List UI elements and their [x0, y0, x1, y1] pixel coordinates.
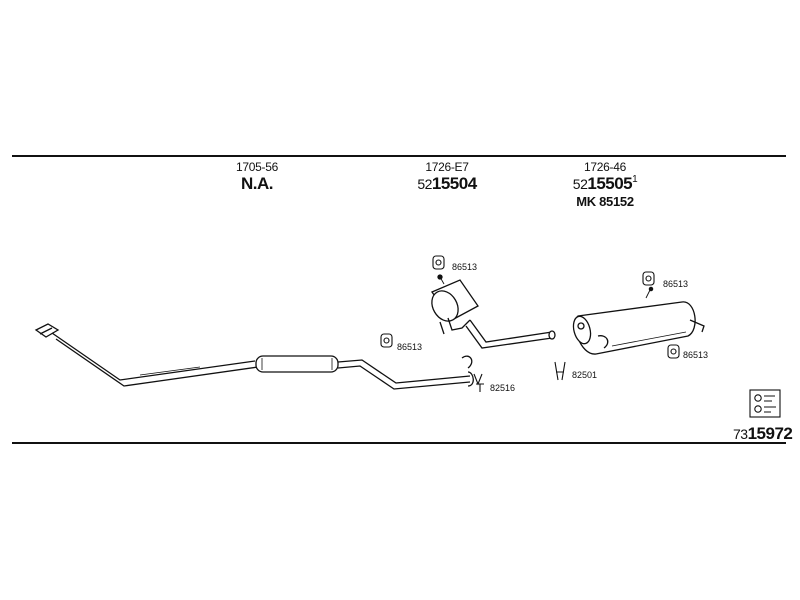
clamp-label-right: 82501	[572, 370, 597, 380]
center-muffler	[431, 274, 556, 369]
rear-muffler	[572, 286, 705, 355]
rear-muffler-part-number: 52155051	[572, 174, 638, 193]
center-muffler-code: 1726-E7	[425, 160, 469, 174]
front-pipe-column: 1705-56 N.A.	[222, 160, 292, 194]
rear-muffler-code: 1726-46	[584, 160, 626, 174]
mounting-kit-icon	[749, 389, 781, 418]
bottom-divider-line	[12, 442, 786, 444]
rubber-hanger-icon	[380, 255, 680, 359]
front-pipe-part-number: N.A.	[241, 174, 274, 193]
top-divider-line	[12, 155, 786, 157]
hanger-label-left-mid: 86513	[397, 342, 422, 352]
clamp-label-mid: 82516	[490, 383, 515, 393]
center-muffler-column: 1726-E7 5215504	[402, 160, 492, 194]
kit-part-number: 7315972	[733, 424, 793, 443]
front-pipe-code: 1705-56	[236, 160, 278, 174]
hanger-label-bottom-right: 86513	[683, 350, 708, 360]
rear-muffler-column: 1726-46 52155051 MK 85152	[550, 160, 660, 209]
clamp-icon	[473, 361, 566, 392]
hanger-label-top-right: 86513	[663, 279, 688, 289]
front-pipe	[34, 323, 474, 390]
hanger-label-top-mid: 86513	[452, 262, 477, 272]
center-muffler-part-number: 5215504	[417, 174, 477, 193]
mounting-kit-number: MK 85152	[576, 194, 634, 209]
